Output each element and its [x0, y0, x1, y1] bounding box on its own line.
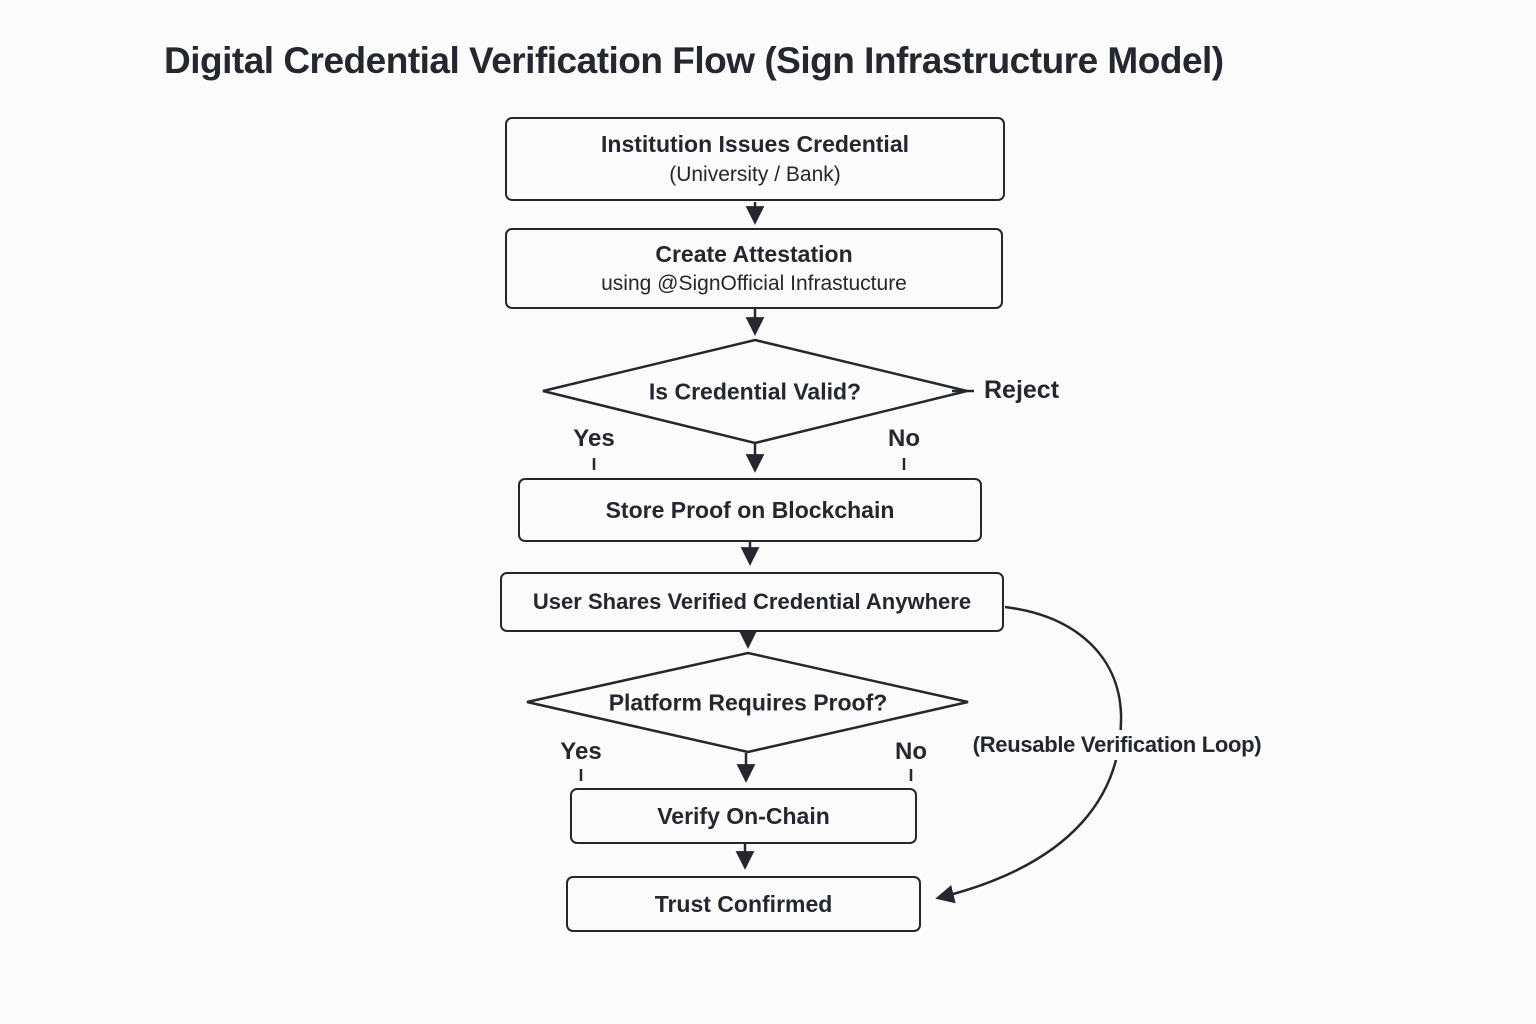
- node-verify-on-chain: Verify On-Chain: [570, 788, 917, 844]
- page-title: Digital Credential Verification Flow (Si…: [164, 40, 1224, 81]
- edge-label-valid-yes: Yes: [573, 425, 615, 452]
- edge-label-proof-yes: Yes: [560, 738, 602, 765]
- node-institution-issues-credential: Institution Issues Credential (Universit…: [505, 117, 1005, 201]
- node-store-proof-label: Store Proof on Blockchain: [605, 496, 895, 523]
- node-institution-line2: (University / Bank): [669, 162, 841, 186]
- diamond-platform-requires-proof: [526, 651, 969, 754]
- node-share-credential-label: User Shares Verified Credential Anywhere: [532, 589, 972, 615]
- decision-platform-requires-proof-label: Platform Requires Proof?: [608, 689, 888, 716]
- node-institution-line1: Institution Issues Credential: [601, 131, 909, 157]
- node-trust-confirmed: Trust Confirmed: [566, 876, 921, 932]
- edge-label-valid-no: No: [888, 425, 920, 452]
- node-store-proof-on-blockchain: Store Proof on Blockchain: [518, 478, 982, 542]
- edge-label-proof-no: No: [895, 738, 927, 765]
- decision-is-credential-valid-label: Is Credential Valid?: [648, 378, 862, 405]
- node-user-shares-verified-credential: User Shares Verified Credential Anywhere: [500, 572, 1004, 632]
- reusable-loop-arrow: [935, 605, 1123, 904]
- node-attestation-line1: Create Attestation: [655, 240, 853, 267]
- node-verify-onchain-label: Verify On-Chain: [657, 802, 830, 829]
- node-create-attestation: Create Attestation using @SignOfficial I…: [505, 228, 1003, 309]
- node-attestation-line2: using @SignOfficial Infrastucture: [601, 272, 907, 296]
- edge-label-reusable-verification-loop: (Reusable Verification Loop): [965, 730, 1269, 760]
- diamond-is-credential-valid: [542, 338, 968, 445]
- node-trust-confirmed-label: Trust Confirmed: [654, 890, 833, 917]
- edge-label-reject: Reject: [984, 376, 1060, 404]
